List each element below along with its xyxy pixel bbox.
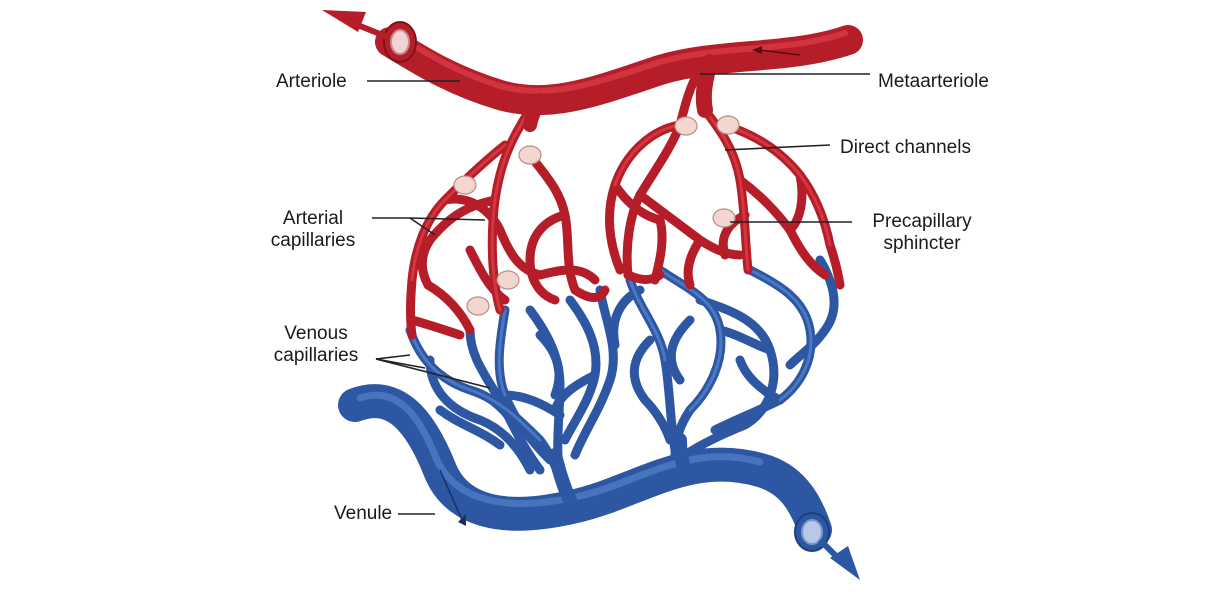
sphincter-ring: [466, 296, 490, 316]
leader-lines: [367, 73, 870, 515]
sphincter-ring: [716, 115, 740, 135]
venule-vessel: [338, 384, 860, 580]
arteriole-vessel: [322, 10, 863, 132]
label-direct-channels: Direct channels: [840, 137, 971, 158]
label-precapillary-sphincter-line2: sphincter: [883, 233, 961, 254]
label-precapillary-sphincter-line1: Precapillary: [872, 211, 972, 232]
label-arterial-capillaries-line2: capillaries: [270, 230, 356, 251]
sphincter-ring: [453, 175, 477, 195]
precapillary-sphincters: [453, 115, 740, 316]
arterial-capillary-network: [406, 65, 845, 340]
label-arterial-capillaries: Arterial capillaries: [268, 208, 358, 252]
sphincter-ring: [518, 145, 542, 165]
label-metaarteriole: Metaarteriole: [878, 71, 989, 92]
sphincter-ring: [496, 270, 520, 290]
label-arterial-capillaries-line1: Arterial: [282, 208, 344, 229]
venous-capillary-network: [405, 255, 839, 500]
label-venule: Venule: [334, 503, 393, 524]
label-venous-capillaries: Venous capillaries: [266, 323, 366, 367]
label-precapillary-sphincter: Precapillary sphincter: [868, 211, 976, 255]
sphincter-ring: [674, 116, 698, 136]
label-venous-capillaries-line1: Venous: [284, 323, 348, 344]
label-arteriole: Arteriole: [276, 71, 347, 92]
label-venous-capillaries-line2: capillaries: [273, 345, 359, 366]
sphincter-ring: [712, 208, 736, 228]
